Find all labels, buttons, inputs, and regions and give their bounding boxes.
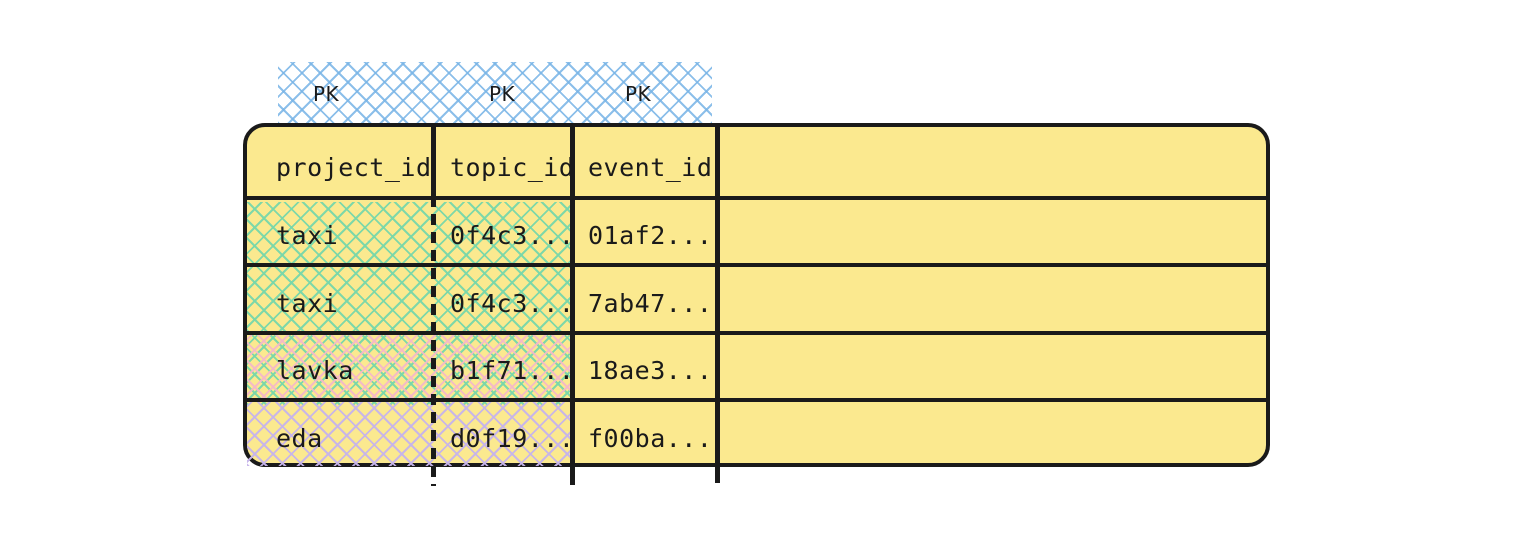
pk-label-event-id: PK: [625, 82, 652, 106]
row-separator-1: [243, 263, 1270, 267]
cell-topic-id-row-3: b1f71...: [450, 356, 575, 385]
column-separator-2: [570, 123, 575, 485]
cell-topic-id-row-2: 0f4c3...: [450, 289, 575, 318]
pk-hatch-band: [278, 62, 712, 124]
column-separator-1-header: [431, 123, 436, 198]
row-separator-2: [243, 331, 1270, 335]
column-header-topic-id: topic_id: [450, 153, 575, 182]
row-separator-header: [243, 196, 1270, 200]
cell-event-id-row-4: f00ba...: [588, 424, 713, 453]
column-header-project-id: project_id: [276, 153, 432, 182]
cell-project-id-row-3: lavka: [276, 356, 354, 385]
column-separator-1-body: [431, 196, 436, 486]
cell-topic-id-row-1: 0f4c3...: [450, 221, 575, 250]
cell-event-id-row-2: 7ab47...: [588, 289, 713, 318]
cell-event-id-row-1: 01af2...: [588, 221, 713, 250]
pk-label-topic-id: PK: [489, 82, 516, 106]
cell-event-id-row-3: 18ae3...: [588, 356, 713, 385]
partition-boundary-dashed: [247, 331, 577, 335]
cell-project-id-row-1: taxi: [276, 221, 339, 250]
cell-project-id-row-2: taxi: [276, 289, 339, 318]
cell-project-id-row-4: eda: [276, 424, 323, 453]
pk-label-project-id: PK: [313, 82, 340, 106]
cell-topic-id-row-4: d0f19...: [450, 424, 575, 453]
row-separator-3: [243, 398, 1270, 402]
column-separator-3: [715, 123, 720, 483]
column-header-event-id: event_id: [588, 153, 713, 182]
